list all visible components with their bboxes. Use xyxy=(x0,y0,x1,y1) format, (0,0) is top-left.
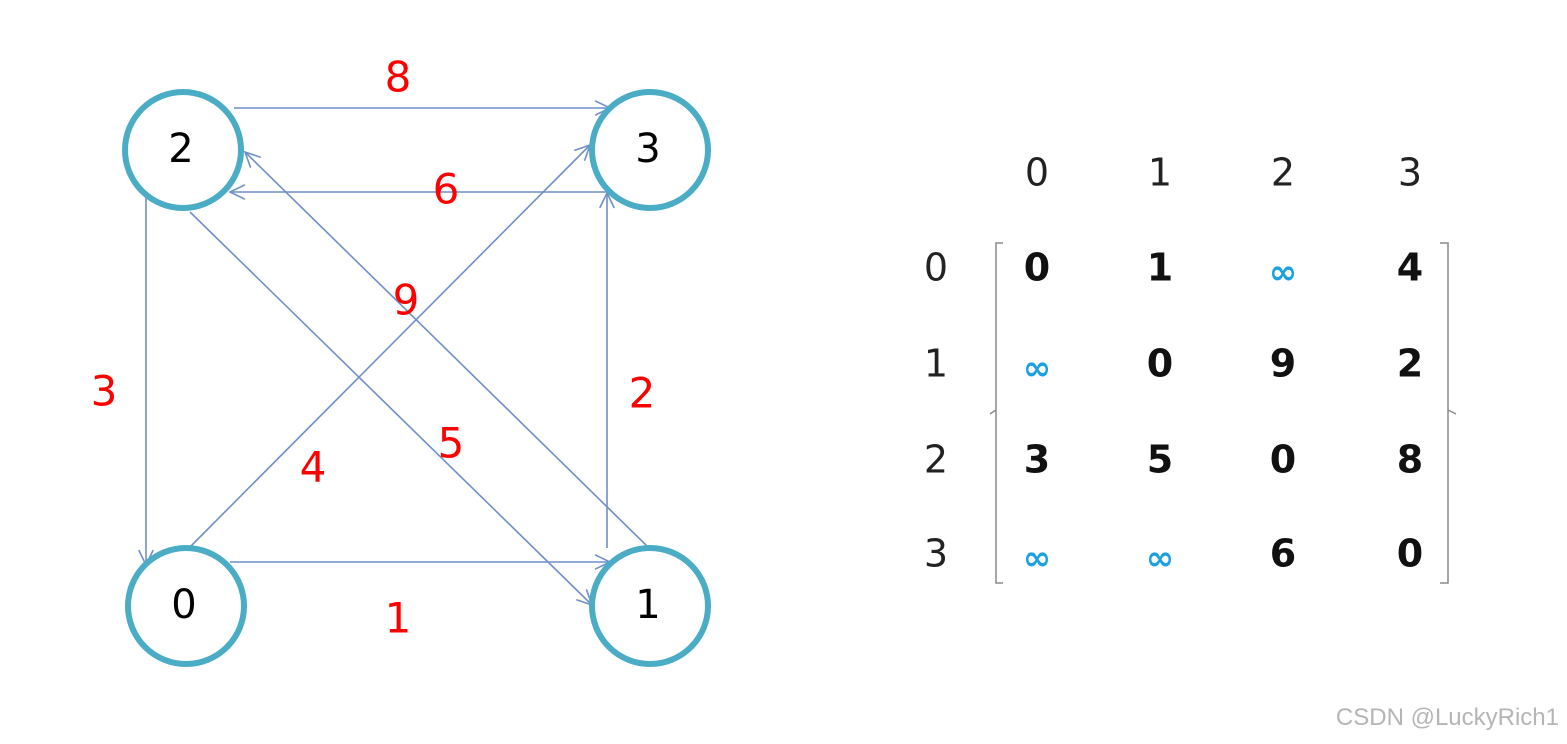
node-2-label: 2 xyxy=(168,126,193,172)
node-3-circle xyxy=(589,89,711,211)
edge-1-to-2 xyxy=(244,151,649,548)
edge-weight-0-to-1: 1 xyxy=(385,594,412,643)
edge-weight-0-to-3: 4 xyxy=(300,443,327,492)
nodes-layer: 0 1 2 3 xyxy=(122,89,711,667)
node-3-label: 3 xyxy=(635,126,660,172)
row-header-3: 3 xyxy=(924,532,948,576)
adjacency-matrix: 0 1 2 3 0 1 2 3 0 1 ∞ 4 ∞ 0 9 2 3 5 0 8 ∞ ∞ 6 0 xyxy=(924,151,1457,584)
matrix-cell-3-0: ∞ xyxy=(1023,539,1051,579)
matrix-cell-2-0: 3 xyxy=(1024,438,1050,482)
matrix-cell-2-1: 5 xyxy=(1147,438,1173,482)
edge-weight-1-to-3: 2 xyxy=(629,369,656,418)
matrix-cell-2-3: 8 xyxy=(1397,438,1423,482)
matrix-cell-3-3: 0 xyxy=(1397,532,1423,576)
matrix-right-bracket xyxy=(1440,242,1457,584)
row-header-2: 2 xyxy=(924,438,948,482)
node-1-label: 1 xyxy=(635,582,660,628)
node-1-circle xyxy=(589,545,711,667)
edge-weight-2-to-3: 8 xyxy=(385,53,412,102)
matrix-cell-0-0: 0 xyxy=(1024,246,1050,290)
row-header-1: 1 xyxy=(924,342,948,386)
arrowhead-1-to-2 xyxy=(243,150,261,168)
matrix-cell-0-1: 1 xyxy=(1147,246,1173,290)
matrix-cell-1-2: 9 xyxy=(1270,342,1296,386)
node-2-circle xyxy=(122,89,244,211)
node-0-circle xyxy=(125,545,247,667)
node-0-label: 0 xyxy=(171,582,196,628)
matrix-cell-0-2: ∞ xyxy=(1269,253,1297,293)
matrix-cell-0-3: 4 xyxy=(1397,246,1423,290)
col-header-2: 2 xyxy=(1271,151,1295,195)
arrowhead-3-to-2 xyxy=(228,184,246,200)
matrix-cell-1-0: ∞ xyxy=(1023,349,1051,389)
edge-weight-1-to-2: 9 xyxy=(393,276,420,325)
edge-weight-2-to-1: 5 xyxy=(438,419,465,468)
edge-weight-3-to-2: 6 xyxy=(433,165,460,214)
edge-2-to-1 xyxy=(189,211,593,606)
matrix-cell-1-1: 0 xyxy=(1147,342,1173,386)
matrix-cell-1-3: 2 xyxy=(1397,342,1423,386)
col-header-3: 3 xyxy=(1398,151,1422,195)
edge-0-to-3 xyxy=(189,144,591,548)
col-header-1: 1 xyxy=(1148,151,1172,195)
matrix-cell-2-2: 0 xyxy=(1270,438,1296,482)
edges-layer xyxy=(138,100,649,607)
matrix-cell-3-2: 6 xyxy=(1270,532,1296,576)
matrix-left-bracket xyxy=(989,242,1003,584)
row-header-0: 0 xyxy=(924,246,948,290)
edge-weights-layer: 8 6 9 3 2 4 5 1 xyxy=(91,53,656,643)
col-header-0: 0 xyxy=(1025,151,1049,195)
watermark: CSDN @LuckyRich1 xyxy=(1335,704,1559,731)
edge-weight-2-to-0: 3 xyxy=(91,367,118,416)
matrix-cell-3-1: ∞ xyxy=(1146,539,1174,579)
